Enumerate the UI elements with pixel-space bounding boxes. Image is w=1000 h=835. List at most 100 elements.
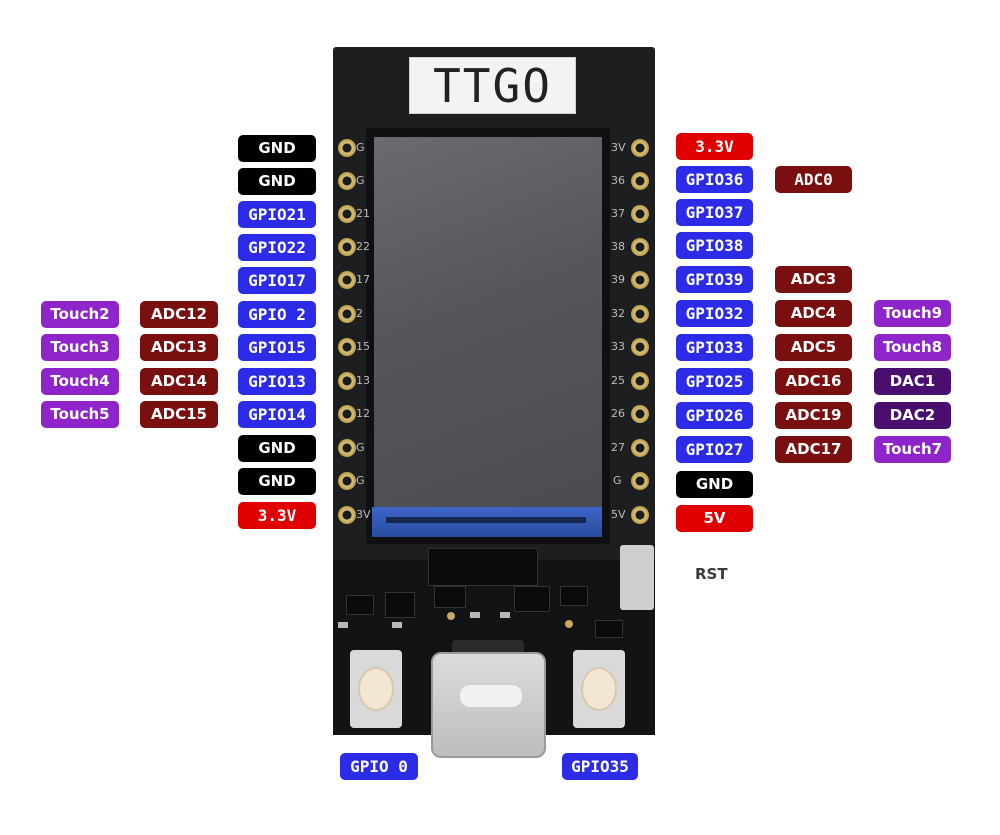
pin-header-icon	[631, 172, 649, 190]
pin-label-touch8: Touch8	[874, 334, 951, 361]
pin-header-icon	[631, 472, 649, 490]
pin-label-touch3: Touch3	[41, 334, 119, 361]
pin-label-gpio17: GPIO17	[238, 267, 316, 294]
pin-header-icon	[338, 271, 356, 289]
pin-label-3v3: 3.3V	[238, 502, 316, 529]
pin-label-gpio25: GPIO25	[676, 368, 753, 395]
button-cap	[581, 667, 617, 711]
pin-label-adc0: ADC0	[775, 166, 852, 193]
pin-label-5v: 5V	[676, 505, 753, 532]
pin-label-gpio36: GPIO36	[676, 166, 753, 193]
pin-header-icon	[631, 506, 649, 524]
smd-component	[514, 586, 550, 612]
pin-label-touch2: Touch2	[41, 301, 119, 328]
pin-label-gpio21: GPIO21	[238, 201, 316, 228]
pin-label-adc12: ADC12	[140, 301, 218, 328]
pin-header-icon	[338, 338, 356, 356]
smd-pad	[500, 612, 510, 618]
silkscreen-label: 39	[611, 273, 625, 286]
pin-header-icon	[338, 405, 356, 423]
pin-header-icon	[338, 439, 356, 457]
smd-component	[595, 620, 623, 638]
pin-label-gpio22: GPIO22	[238, 234, 316, 261]
pin-label-touch5: Touch5	[41, 401, 119, 428]
pin-header-icon	[631, 205, 649, 223]
silkscreen-label: 21	[356, 207, 370, 220]
pin-label-adc19: ADC19	[775, 402, 852, 429]
pin-label-touch4: Touch4	[41, 368, 119, 395]
silkscreen-label: 15	[356, 340, 370, 353]
smd-component	[560, 586, 588, 606]
pin-label-gpio2: GPIO 2	[238, 301, 316, 328]
silkscreen-label: 13	[356, 374, 370, 387]
silkscreen-label: 33	[611, 340, 625, 353]
silkscreen-label: G	[356, 441, 365, 454]
pin-label-gpio0: GPIO 0	[340, 753, 418, 780]
silkscreen-label: 22	[356, 240, 370, 253]
silkscreen-label: G	[356, 474, 365, 487]
via-hole	[565, 620, 573, 628]
pin-label-gpio39: GPIO39	[676, 266, 753, 293]
pin-label-3v3: 3.3V	[676, 133, 753, 160]
brand-label: TTGO	[409, 57, 576, 114]
silkscreen-label: G	[356, 174, 365, 187]
rst-label: RST	[695, 565, 728, 583]
smd-pad	[392, 622, 402, 628]
silkscreen-label: 25	[611, 374, 625, 387]
pin-header-icon	[338, 139, 356, 157]
pin-label-touch7: Touch7	[874, 436, 951, 463]
pin-label-gpio32: GPIO32	[676, 300, 753, 327]
silkscreen-label: 5V	[611, 508, 626, 521]
lcd-screen	[374, 137, 602, 507]
silkscreen-label: G	[356, 141, 365, 154]
pin-label-gpio33: GPIO33	[676, 334, 753, 361]
usb-c-opening	[460, 685, 522, 707]
pin-label-gpio38: GPIO38	[676, 232, 753, 259]
pin-label-gnd: GND	[238, 168, 316, 195]
pin-label-adc13: ADC13	[140, 334, 218, 361]
display-connector	[428, 548, 538, 586]
pin-header-icon	[631, 338, 649, 356]
pin-header-icon	[338, 205, 356, 223]
pin-header-icon	[338, 472, 356, 490]
pin-label-adc17: ADC17	[775, 436, 852, 463]
smd-component	[385, 592, 415, 618]
silkscreen-label: 36	[611, 174, 625, 187]
silkscreen-label: 38	[611, 240, 625, 253]
pin-label-gpio26: GPIO26	[676, 402, 753, 429]
flex-cable-connector	[386, 517, 586, 523]
pin-label-adc15: ADC15	[140, 401, 218, 428]
pin-header-icon	[338, 172, 356, 190]
pin-header-icon	[631, 405, 649, 423]
silkscreen-label: 26	[611, 407, 625, 420]
pin-header-icon	[631, 238, 649, 256]
pin-label-gpio35: GPIO35	[562, 753, 638, 780]
pin-label-adc14: ADC14	[140, 368, 218, 395]
pin-label-gpio13: GPIO13	[238, 368, 316, 395]
pin-header-icon	[631, 305, 649, 323]
pin-label-dac2: DAC2	[874, 402, 951, 429]
pin-header-icon	[338, 506, 356, 524]
silkscreen-label: G	[613, 474, 622, 487]
pin-label-gnd: GND	[238, 435, 316, 462]
pin-label-gpio14: GPIO14	[238, 401, 316, 428]
via-hole	[447, 612, 455, 620]
silkscreen-label: 17	[356, 273, 370, 286]
pin-header-icon	[631, 271, 649, 289]
silkscreen-label: 2	[356, 307, 363, 320]
silkscreen-label: 32	[611, 307, 625, 320]
silkscreen-label: 3V	[356, 508, 371, 521]
smd-pad	[338, 622, 348, 628]
pin-label-gnd: GND	[238, 468, 316, 495]
silkscreen-label: 27	[611, 441, 625, 454]
pin-label-adc5: ADC5	[775, 334, 852, 361]
silkscreen-label: 12	[356, 407, 370, 420]
silkscreen-label: 3V	[611, 141, 626, 154]
pin-header-icon	[338, 305, 356, 323]
reset-switch[interactable]	[620, 545, 654, 610]
smd-pad	[470, 612, 480, 618]
pin-label-adc3: ADC3	[775, 266, 852, 293]
pin-label-dac1: DAC1	[874, 368, 951, 395]
pin-label-touch9: Touch9	[874, 300, 951, 327]
pin-label-gpio15: GPIO15	[238, 334, 316, 361]
